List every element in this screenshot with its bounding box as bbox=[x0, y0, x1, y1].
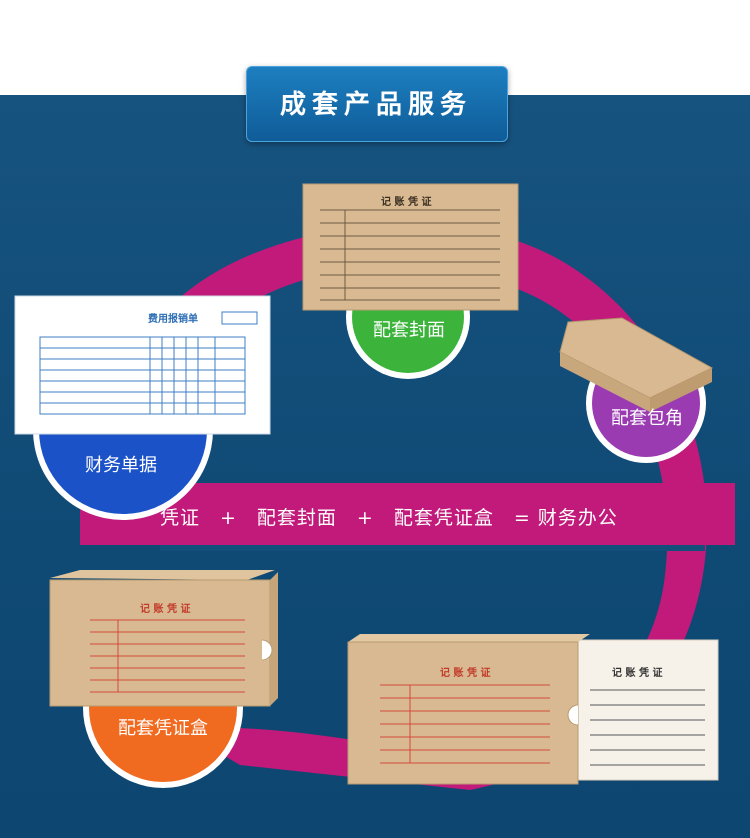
formula-band bbox=[80, 483, 735, 545]
expense-report bbox=[14, 295, 271, 435]
voucher-box-right bbox=[347, 634, 719, 785]
voucher-cover-title: 记 账 凭 证 bbox=[381, 197, 432, 208]
corner-label: 配套包角 bbox=[611, 408, 683, 429]
expense-report-title: 费用报销单 bbox=[148, 314, 198, 325]
receipts-label: 财务单据 bbox=[85, 455, 157, 476]
box-label: 配套凭证盒 bbox=[118, 718, 208, 739]
voucher-box-right-title: 记 账 凭 证 bbox=[440, 668, 491, 679]
corner-wrap bbox=[559, 317, 714, 412]
voucher-box-left bbox=[49, 570, 278, 707]
voucher-box-left-title: 记 账 凭 证 bbox=[140, 604, 191, 615]
formula-band-shade bbox=[160, 545, 705, 551]
section-title: 成套产品服务 bbox=[279, 90, 472, 120]
product-formula: 凭证 + 配套封面 + 配套凭证盒 = 财务办公 bbox=[160, 507, 618, 529]
section-title-box bbox=[246, 66, 508, 142]
voucher-slide-title: 记 账 凭 证 bbox=[612, 668, 663, 679]
cover-label: 配套封面 bbox=[373, 320, 445, 341]
voucher-cover-top bbox=[302, 183, 519, 311]
